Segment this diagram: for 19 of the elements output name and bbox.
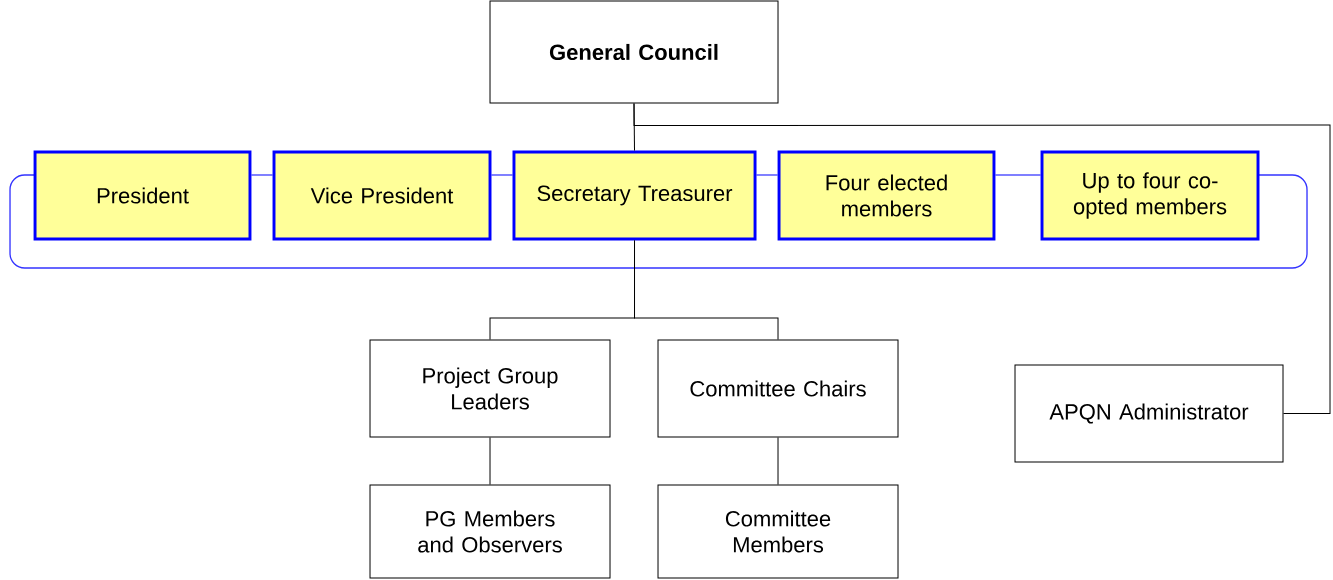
officer-box: President xyxy=(33,150,252,241)
council-box: General Council xyxy=(489,0,779,104)
connector-line xyxy=(777,437,779,485)
role-box: Project Group Leaders xyxy=(369,339,611,438)
connector-line xyxy=(994,174,1042,176)
officer-box: Four elected members xyxy=(777,150,996,241)
connector-line xyxy=(491,174,513,176)
officer-box: Secretary Treasurer xyxy=(512,150,757,241)
officer-box: Vice President xyxy=(272,150,492,241)
role-box: Committee Members xyxy=(657,484,899,579)
officer-box: Up to four co-opted members xyxy=(1040,150,1260,241)
role-box: APQN Administrator xyxy=(1014,364,1284,463)
role-box: PG Members and Observers xyxy=(369,484,611,579)
connector-line xyxy=(633,103,1331,414)
connector-line xyxy=(489,437,491,485)
connector-line xyxy=(756,174,779,176)
connector-line xyxy=(250,174,274,176)
role-box: Committee Chairs xyxy=(657,339,899,438)
connector-line xyxy=(634,239,779,340)
